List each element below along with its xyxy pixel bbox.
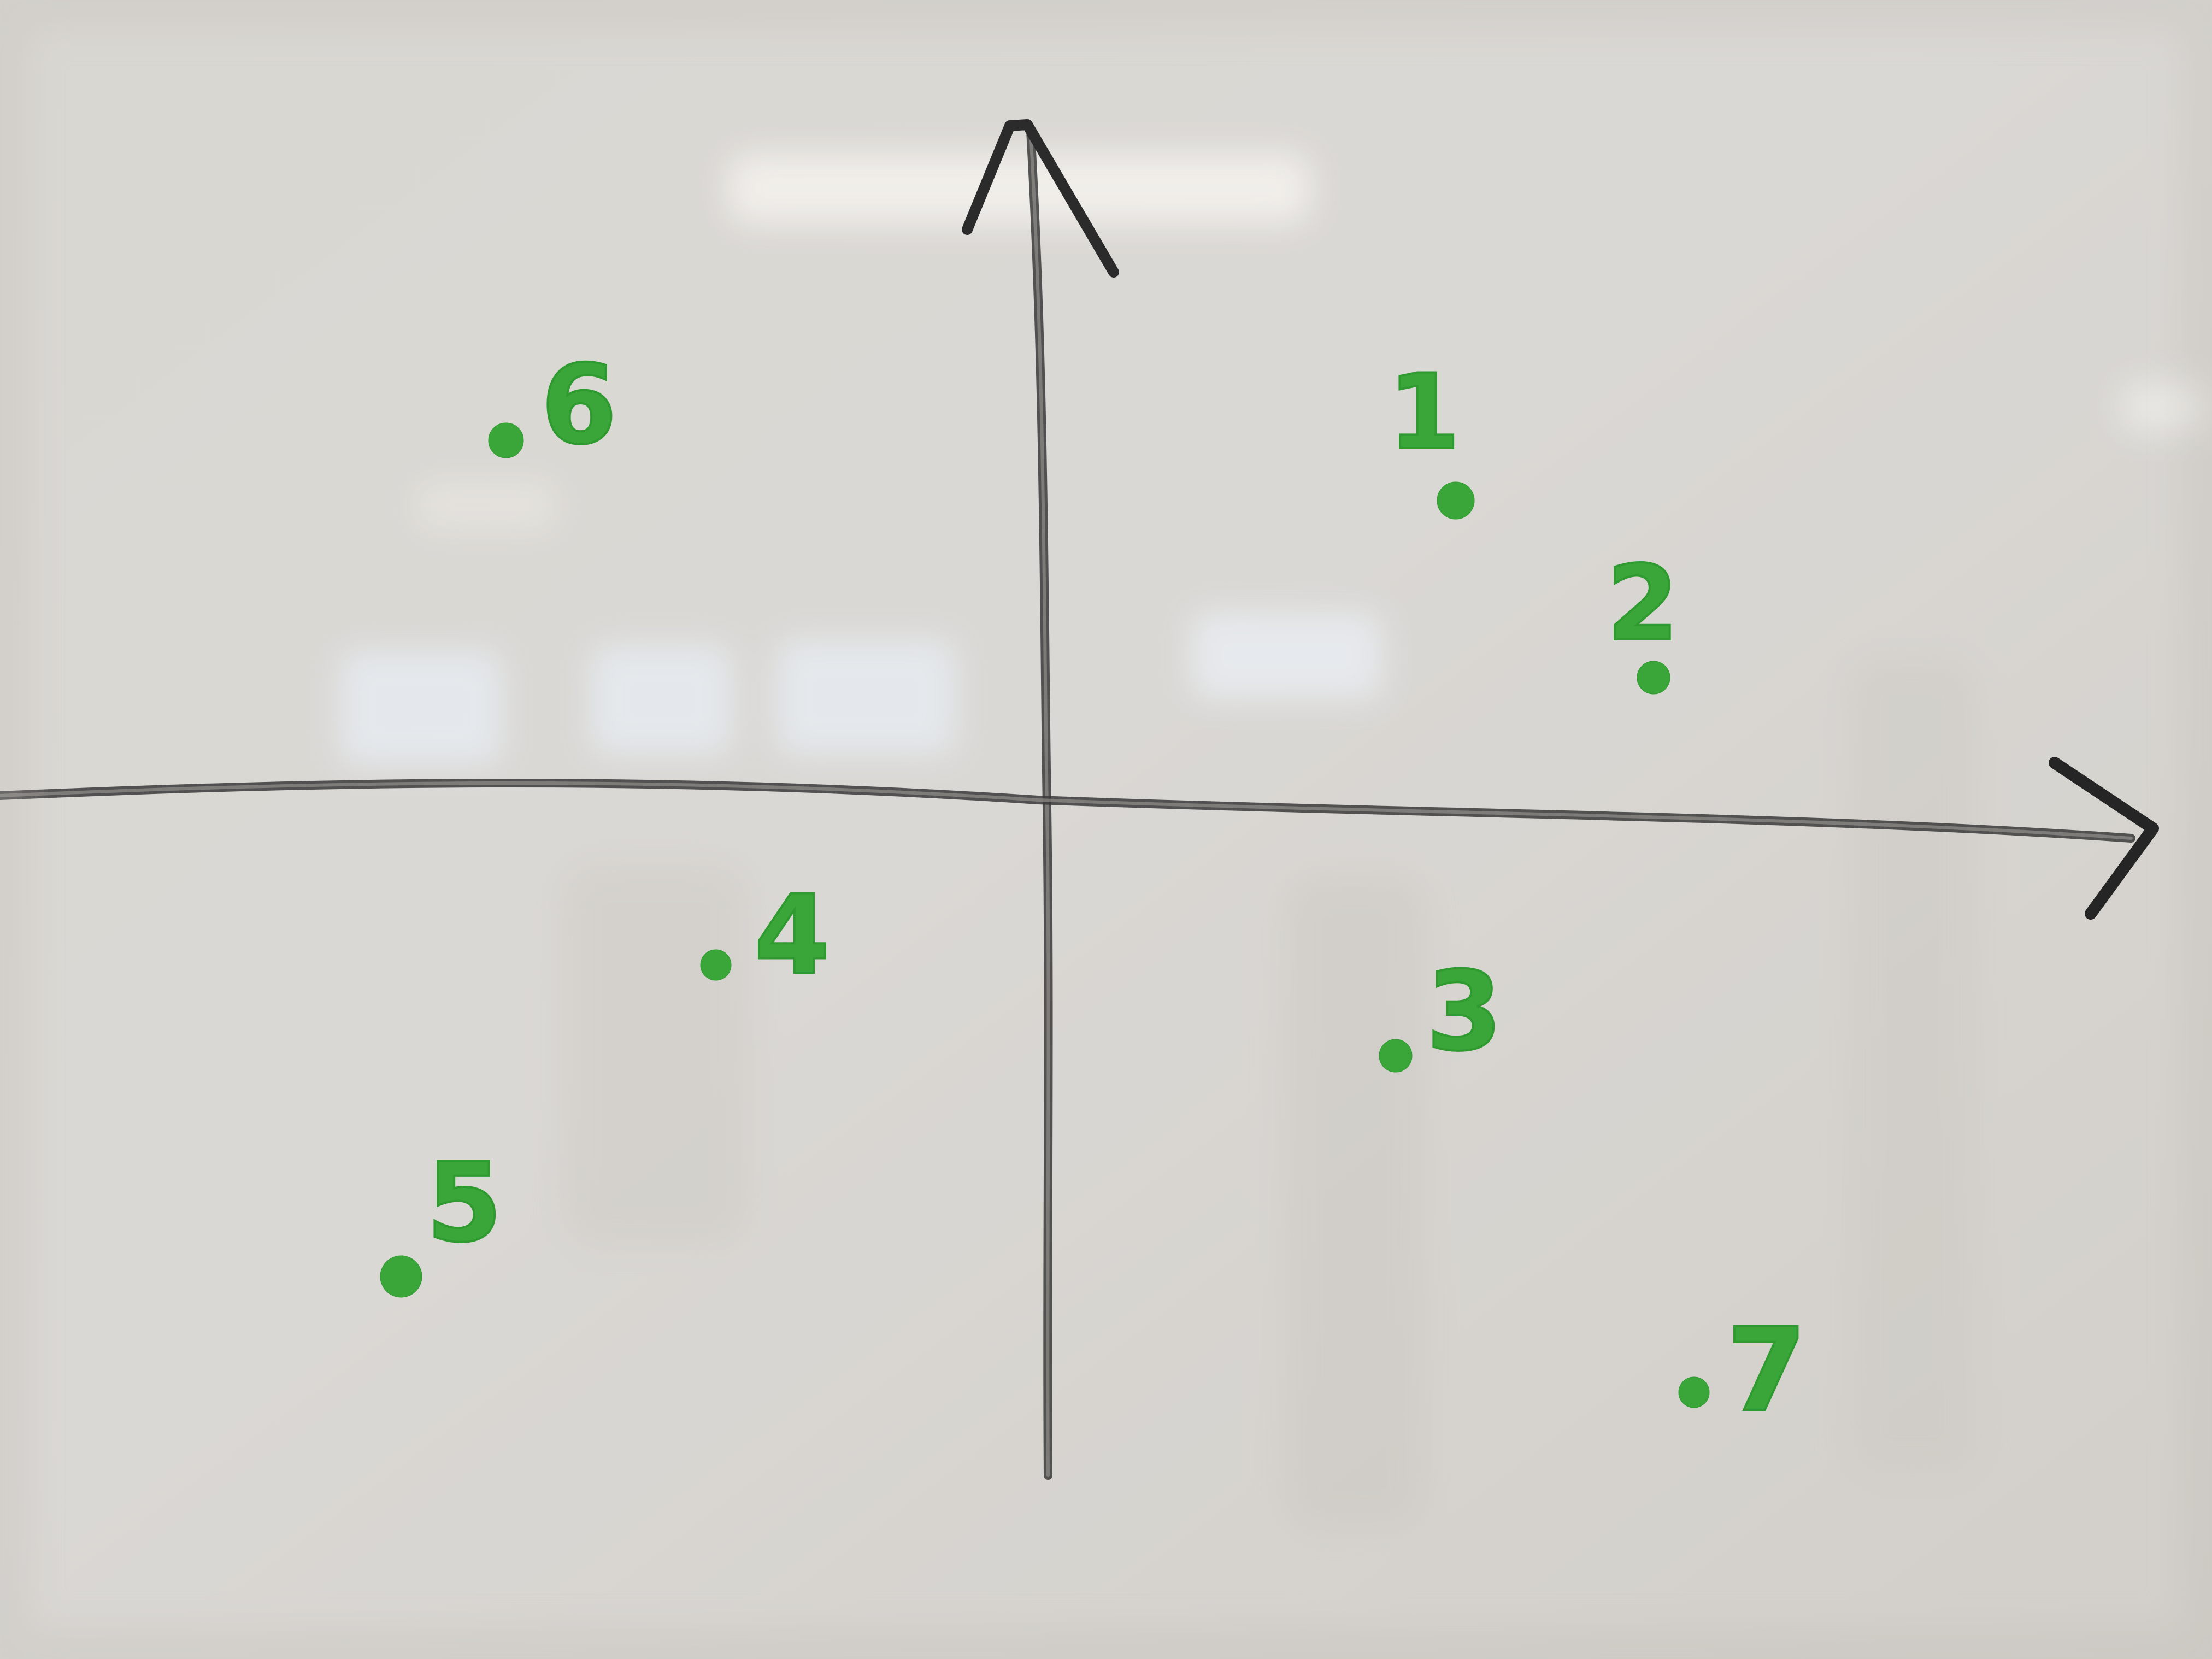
- point-3-dot: [1379, 1039, 1413, 1073]
- point-3: 3: [1379, 947, 1503, 1076]
- point-4-label: 4: [754, 872, 830, 999]
- point-5-dot: [380, 1255, 422, 1298]
- point-4-dot: [700, 949, 732, 981]
- points: 1 2 3 4 5 6 7: [380, 340, 1808, 1438]
- point-1-label: 1: [1388, 352, 1460, 473]
- y-axis-arrowhead: [962, 119, 1119, 278]
- point-7-label: 7: [1727, 1303, 1807, 1437]
- point-7-dot: [1678, 1376, 1710, 1408]
- point-5: 5: [380, 1138, 503, 1298]
- point-2-label: 2: [1607, 543, 1679, 664]
- point-3-label: 3: [1426, 948, 1502, 1075]
- point-7: 7: [1678, 1302, 1808, 1438]
- axes: [0, 119, 2159, 1480]
- x-axis-arrowhead: [2049, 757, 2159, 920]
- point-6-label: 6: [541, 342, 617, 469]
- point-5-label: 5: [426, 1139, 502, 1267]
- point-2-dot: [1637, 661, 1670, 695]
- point-1-dot: [1437, 481, 1475, 520]
- point-1: 1: [1387, 351, 1475, 520]
- point-4: 4: [700, 870, 831, 1000]
- point-6-dot: [488, 422, 524, 458]
- point-6: 6: [488, 340, 618, 470]
- light-reflections: [339, 153, 2212, 765]
- point-2: 2: [1605, 542, 1680, 695]
